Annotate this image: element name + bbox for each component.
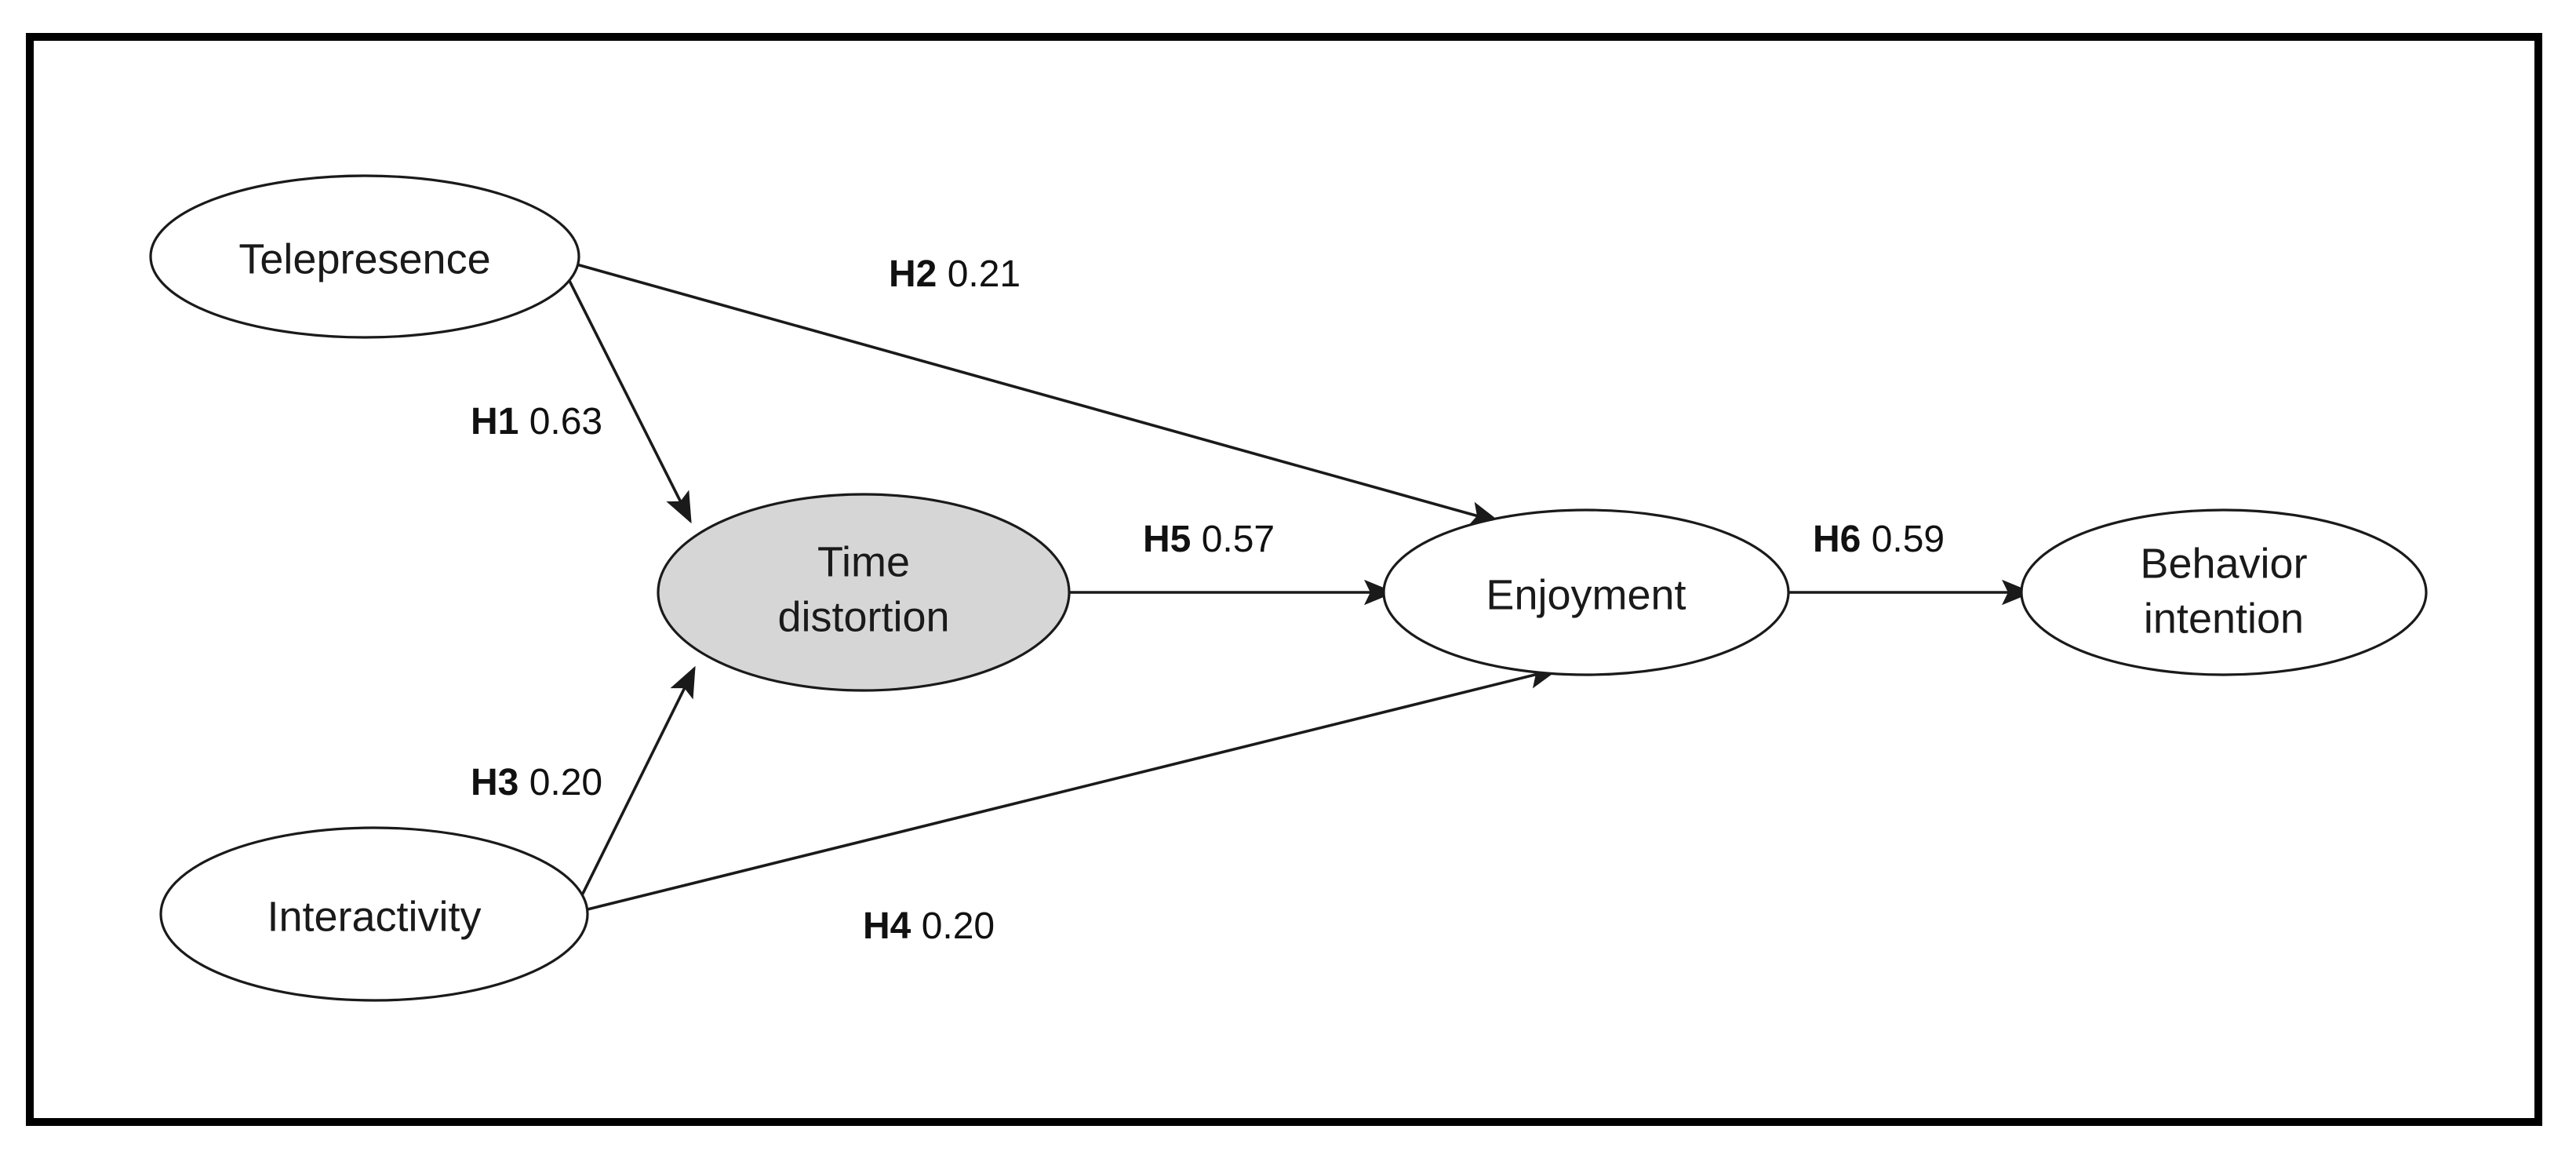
edge-h5-hypothesis: H5 bbox=[1143, 519, 1191, 560]
node-time-distortion[interactable]: Time distortion bbox=[657, 493, 1071, 692]
edge-h2-line bbox=[570, 261, 1501, 526]
behavior-intention-label-line1: Behavior bbox=[2140, 540, 2307, 587]
enjoyment-label: Enjoyment bbox=[1486, 571, 1686, 618]
edge-h1-line bbox=[565, 274, 692, 524]
edge-h4-hypothesis: H4 bbox=[863, 905, 911, 947]
edge-h4-coefficient: 0.20 bbox=[922, 905, 995, 947]
node-enjoyment[interactable]: Enjoyment bbox=[1382, 508, 1790, 676]
edge-h2-hypothesis: H2 bbox=[889, 253, 937, 295]
node-interactivity[interactable]: Interactivity bbox=[159, 826, 589, 1002]
edge-h1-coefficient: 0.63 bbox=[529, 401, 602, 443]
telepresence-ellipse[interactable] bbox=[149, 174, 580, 339]
time-distortion-ellipse[interactable] bbox=[657, 493, 1071, 692]
edge-label-h1: H1 0.63 bbox=[471, 401, 602, 443]
edge-h2 bbox=[570, 261, 1501, 526]
edge-h3-line bbox=[579, 665, 696, 899]
edge-h6-coefficient: 0.59 bbox=[1872, 519, 1945, 560]
telepresence-label: Telepresence bbox=[238, 235, 490, 282]
edge-label-h5: H5 0.57 bbox=[1143, 519, 1275, 560]
edge-h3-hypothesis: H3 bbox=[471, 762, 518, 803]
edge-label-h3: H3 0.20 bbox=[471, 762, 602, 803]
edge-h3 bbox=[579, 665, 696, 899]
node-behavior-intention[interactable]: Behavior intention bbox=[2020, 508, 2428, 676]
interactivity-label: Interactivity bbox=[267, 893, 481, 940]
time-distortion-label-line1: Time bbox=[817, 538, 910, 585]
time-distortion-label-line2: distortion bbox=[777, 593, 949, 640]
edge-label-h4: H4 0.20 bbox=[863, 905, 995, 947]
behavior-intention-label-line2: intention bbox=[2144, 595, 2304, 642]
edge-label-h6: H6 0.59 bbox=[1813, 519, 1945, 560]
edge-h5-coefficient: 0.57 bbox=[1202, 519, 1275, 560]
edge-h4-line bbox=[584, 663, 1560, 912]
edge-h1-hypothesis: H1 bbox=[471, 401, 518, 443]
edge-h3-coefficient: 0.20 bbox=[529, 762, 602, 803]
edge-h4 bbox=[584, 663, 1560, 912]
node-telepresence[interactable]: Telepresence bbox=[149, 174, 580, 339]
interactivity-ellipse[interactable] bbox=[159, 826, 589, 1002]
behavior-intention-ellipse[interactable] bbox=[2020, 508, 2428, 676]
edge-h1 bbox=[565, 274, 692, 524]
edge-h2-coefficient: 0.21 bbox=[948, 253, 1021, 295]
edge-label-h2: H2 0.21 bbox=[889, 253, 1021, 295]
edge-h6-hypothesis: H6 bbox=[1813, 519, 1861, 560]
enjoyment-ellipse[interactable] bbox=[1382, 508, 1790, 676]
